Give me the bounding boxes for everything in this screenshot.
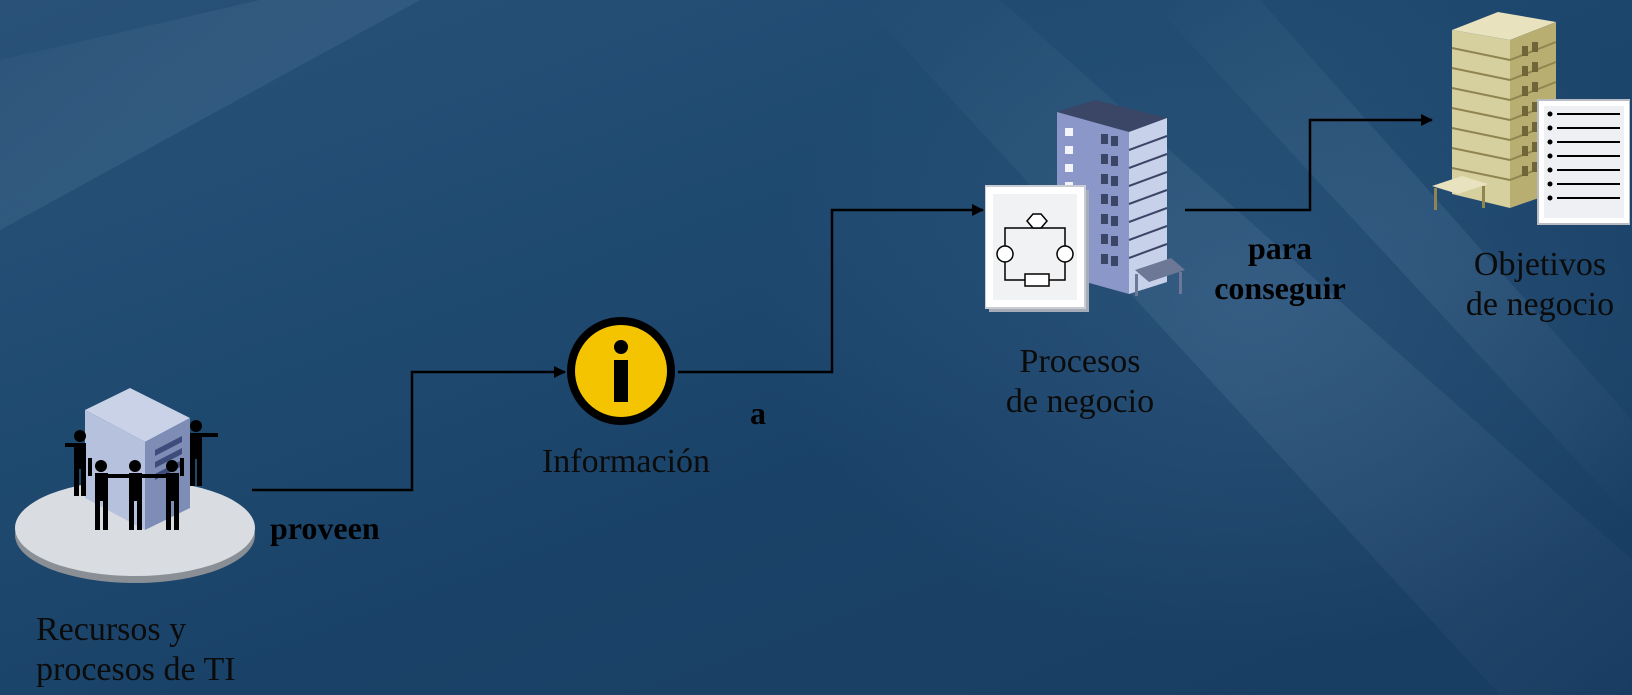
connector-label-achieve-line2: conseguir	[1214, 270, 1346, 306]
arrow-information-to-processes	[678, 204, 984, 374]
arrow-processes-to-objectives	[1185, 114, 1433, 212]
connector-label-provide: proveen	[270, 510, 380, 546]
connector-label-to: a	[750, 395, 766, 431]
arrow-resources-to-information	[252, 366, 566, 492]
resources-label-line2: procesos de TI	[36, 651, 236, 688]
info-icon	[567, 317, 675, 425]
connector-label-achieve-line1: para	[1248, 230, 1312, 266]
building-document-icon	[1432, 12, 1630, 225]
objectives-label-line1: Objetivos	[1473, 246, 1607, 283]
processes-label-line1: Procesos	[1019, 343, 1141, 380]
connector-label-achieve: para conseguir	[1200, 228, 1360, 308]
resources-label-line1: Recursos y	[36, 611, 187, 648]
processes-label: Procesos de negocio	[960, 342, 1200, 422]
objectives-label: Objetivos de negocio	[1448, 245, 1632, 325]
server-people-icon	[15, 388, 255, 583]
building-process-icon	[985, 100, 1185, 312]
information-label: Información	[541, 443, 711, 480]
processes-label-line2: de negocio	[1005, 383, 1155, 420]
resources-label: Recursos y procesos de TI	[36, 610, 236, 690]
objectives-label-line2: de negocio	[1465, 286, 1615, 323]
